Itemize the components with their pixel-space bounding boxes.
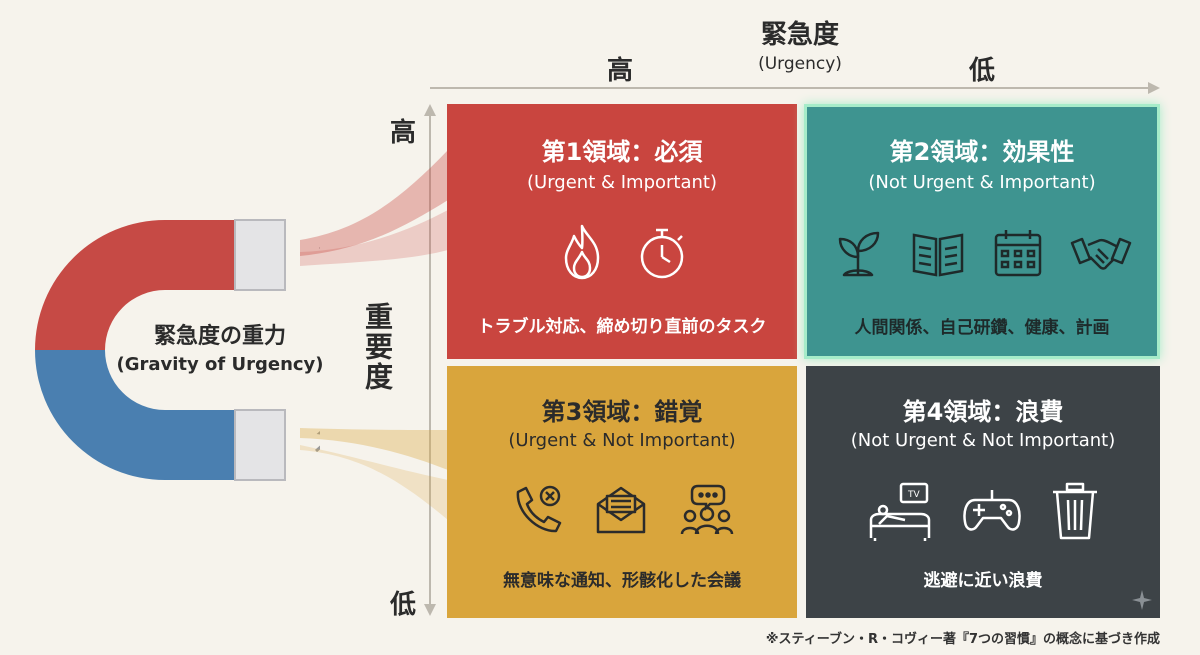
quadrant-3-subtitle: (Urgent & Not Important) bbox=[508, 430, 736, 451]
fire-icon bbox=[564, 224, 600, 280]
quadrant-3-title: 第3領域：錯覚 bbox=[541, 398, 703, 426]
tv-sofa-icon: TV bbox=[869, 482, 931, 541]
urgency-low-label: 低 bbox=[968, 56, 995, 86]
book-icon bbox=[912, 233, 964, 277]
quadrant-2-desc: 人間関係、自己研鑽、健康、計画 bbox=[854, 318, 1110, 338]
quadrant-1-title: 第1領域：必須 bbox=[541, 138, 703, 166]
importance-axis-title: 重要度 bbox=[357, 302, 397, 400]
urgency-axis-subtitle: (Urgency) bbox=[758, 54, 842, 74]
importance-title-text: 重要度 bbox=[361, 302, 394, 392]
urgency-axis-title: 緊急度 bbox=[760, 20, 839, 50]
envelope-icon bbox=[596, 486, 646, 534]
quadrant-2-subtitle: (Not Urgent & Important) bbox=[868, 172, 1096, 193]
quadrant-1-icons bbox=[447, 222, 797, 282]
quadrant-4: 第4領域：浪費 (Not Urgent & Not Important) TV … bbox=[806, 366, 1160, 618]
svg-text:TV: TV bbox=[907, 490, 920, 500]
sparkle-icon bbox=[1132, 590, 1152, 610]
trash-icon bbox=[1053, 482, 1097, 540]
quadrant-1-desc: トラブル対応、締め切り直前のタスク bbox=[477, 317, 767, 337]
quadrant-4-title: 第4領域：浪費 bbox=[902, 398, 1064, 426]
quadrant-2: 第2領域：効果性 (Not Urgent & Important) bbox=[804, 104, 1160, 359]
quadrant-3-desc: 無意味な通知、形骸化した会議 bbox=[503, 571, 741, 591]
quadrant-2-icons bbox=[807, 225, 1157, 281]
plant-icon bbox=[838, 231, 880, 277]
urgency-high-label: 高 bbox=[606, 56, 633, 86]
importance-high-label: 高 bbox=[389, 118, 416, 148]
quadrant-4-subtitle: (Not Urgent & Not Important) bbox=[850, 430, 1116, 451]
calendar-icon bbox=[994, 230, 1042, 277]
stopwatch-icon bbox=[640, 228, 684, 279]
quadrant-1: 第1領域：必須 (Urgent & Important) トラブル対応、締め切り… bbox=[447, 104, 797, 359]
magnet-graphic bbox=[35, 219, 320, 481]
gamepad-icon bbox=[963, 490, 1021, 531]
quadrant-4-icons: TV bbox=[806, 480, 1160, 542]
footnote: ※スティーブン・R・コヴィー著『7つの習慣』の概念に基づき作成 bbox=[765, 632, 1160, 647]
quadrant-3: 第3領域：錯覚 (Urgent & Not Important) 無意味な通知、… bbox=[447, 366, 797, 618]
quadrant-4-desc: 逃避に近い浪費 bbox=[923, 571, 1043, 591]
magnet-sublabel: (Gravity of Urgency) bbox=[116, 354, 324, 375]
phone-icon bbox=[516, 485, 562, 533]
importance-low-label: 低 bbox=[389, 590, 416, 620]
quadrant-1-subtitle: (Urgent & Important) bbox=[527, 172, 717, 193]
quadrant-2-title: 第2領域：効果性 bbox=[889, 138, 1075, 166]
magnet-label: 緊急度の重力 bbox=[153, 324, 286, 349]
meeting-icon bbox=[680, 484, 734, 535]
handshake-icon bbox=[1070, 237, 1132, 270]
quadrant-3-icons bbox=[447, 482, 797, 538]
